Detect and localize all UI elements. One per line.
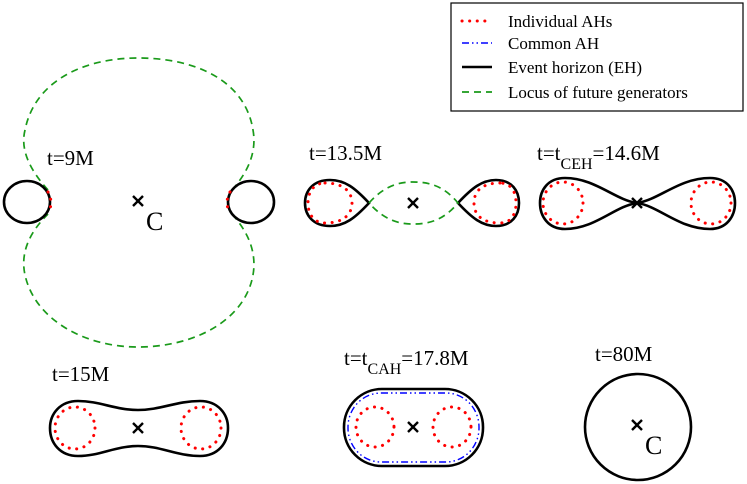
panel-t13-5: t=13.5M (303, 141, 521, 228)
apparent-horizon-left-t17-8 (354, 405, 396, 449)
time-label-t9: t=9M (47, 146, 94, 170)
apparent-horizon-left-t13-5 (306, 181, 354, 225)
generator-locus-t13-5 (368, 181, 460, 225)
center-marker-t13-5 (407, 197, 419, 209)
apparent-horizon-left-t9 (46, 190, 53, 215)
time-label-subscript: CAH (368, 361, 402, 378)
legend-label-generators: Locus of future generators (508, 83, 688, 102)
time-label-t13-5: t=13.5M (309, 141, 382, 165)
event-horizon-right-t13-5 (456, 178, 521, 228)
time-label-suffix: =14.6M (593, 141, 661, 165)
center-marker-t14-6 (631, 197, 643, 209)
apparent-horizon-right-t9 (225, 190, 232, 215)
common-apparent-horizon-t17-8 (347, 392, 480, 463)
event-horizon-t17-8 (342, 387, 485, 468)
event-horizon-t15 (48, 399, 230, 458)
event-horizon-left-t9 (2, 179, 52, 225)
event-horizon-left-t13-5 (303, 178, 371, 228)
time-label-t80: t=80M (595, 342, 653, 366)
panel-t80: t=80M C (583, 342, 693, 482)
apparent-horizon-right-t17-8 (431, 405, 473, 449)
time-label-t15: t=15M (52, 362, 110, 386)
center-marker-t9 (132, 195, 144, 207)
time-label-prefix: t=t (537, 141, 561, 165)
apparent-horizon-right-t13-5 (472, 181, 518, 225)
legend: Individual AHs Common AH Event horizon (… (450, 2, 744, 112)
time-label-subscript: CEH (561, 156, 593, 173)
time-label-prefix: t=t (344, 346, 368, 370)
center-marker-t80 (631, 419, 643, 431)
time-label-suffix: =17.8M (401, 346, 469, 370)
apparent-horizon-left-t14-6 (541, 180, 585, 226)
legend-label-event-horizon: Event horizon (EH) (508, 58, 642, 77)
center-marker-t15 (132, 422, 144, 434)
legend-label-common-ah: Common AH (508, 34, 599, 53)
panel-t15: t=15M (48, 362, 230, 458)
panel-t14-6: t=tCEH=14.6M (537, 141, 737, 231)
apparent-horizon-left-t15 (53, 405, 97, 451)
center-label-t80: C (645, 431, 662, 460)
panel-t17-8: t=tCAH=17.8M (342, 346, 485, 468)
event-horizon-right-t9 (226, 179, 276, 225)
center-label-t9: C (146, 207, 163, 236)
panel-t9: C t=9M (2, 57, 276, 348)
legend-box (450, 2, 744, 112)
center-marker-t17-8 (407, 421, 419, 433)
event-horizon-t80 (583, 372, 693, 482)
legend-label-individual-ah: Individual AHs (508, 12, 612, 31)
apparent-horizon-right-t15 (179, 405, 223, 451)
apparent-horizon-right-t14-6 (689, 180, 733, 226)
time-label-t17-8: t=tCAH=17.8M (344, 346, 469, 378)
time-label-t14-6: t=tCEH=14.6M (537, 141, 660, 173)
